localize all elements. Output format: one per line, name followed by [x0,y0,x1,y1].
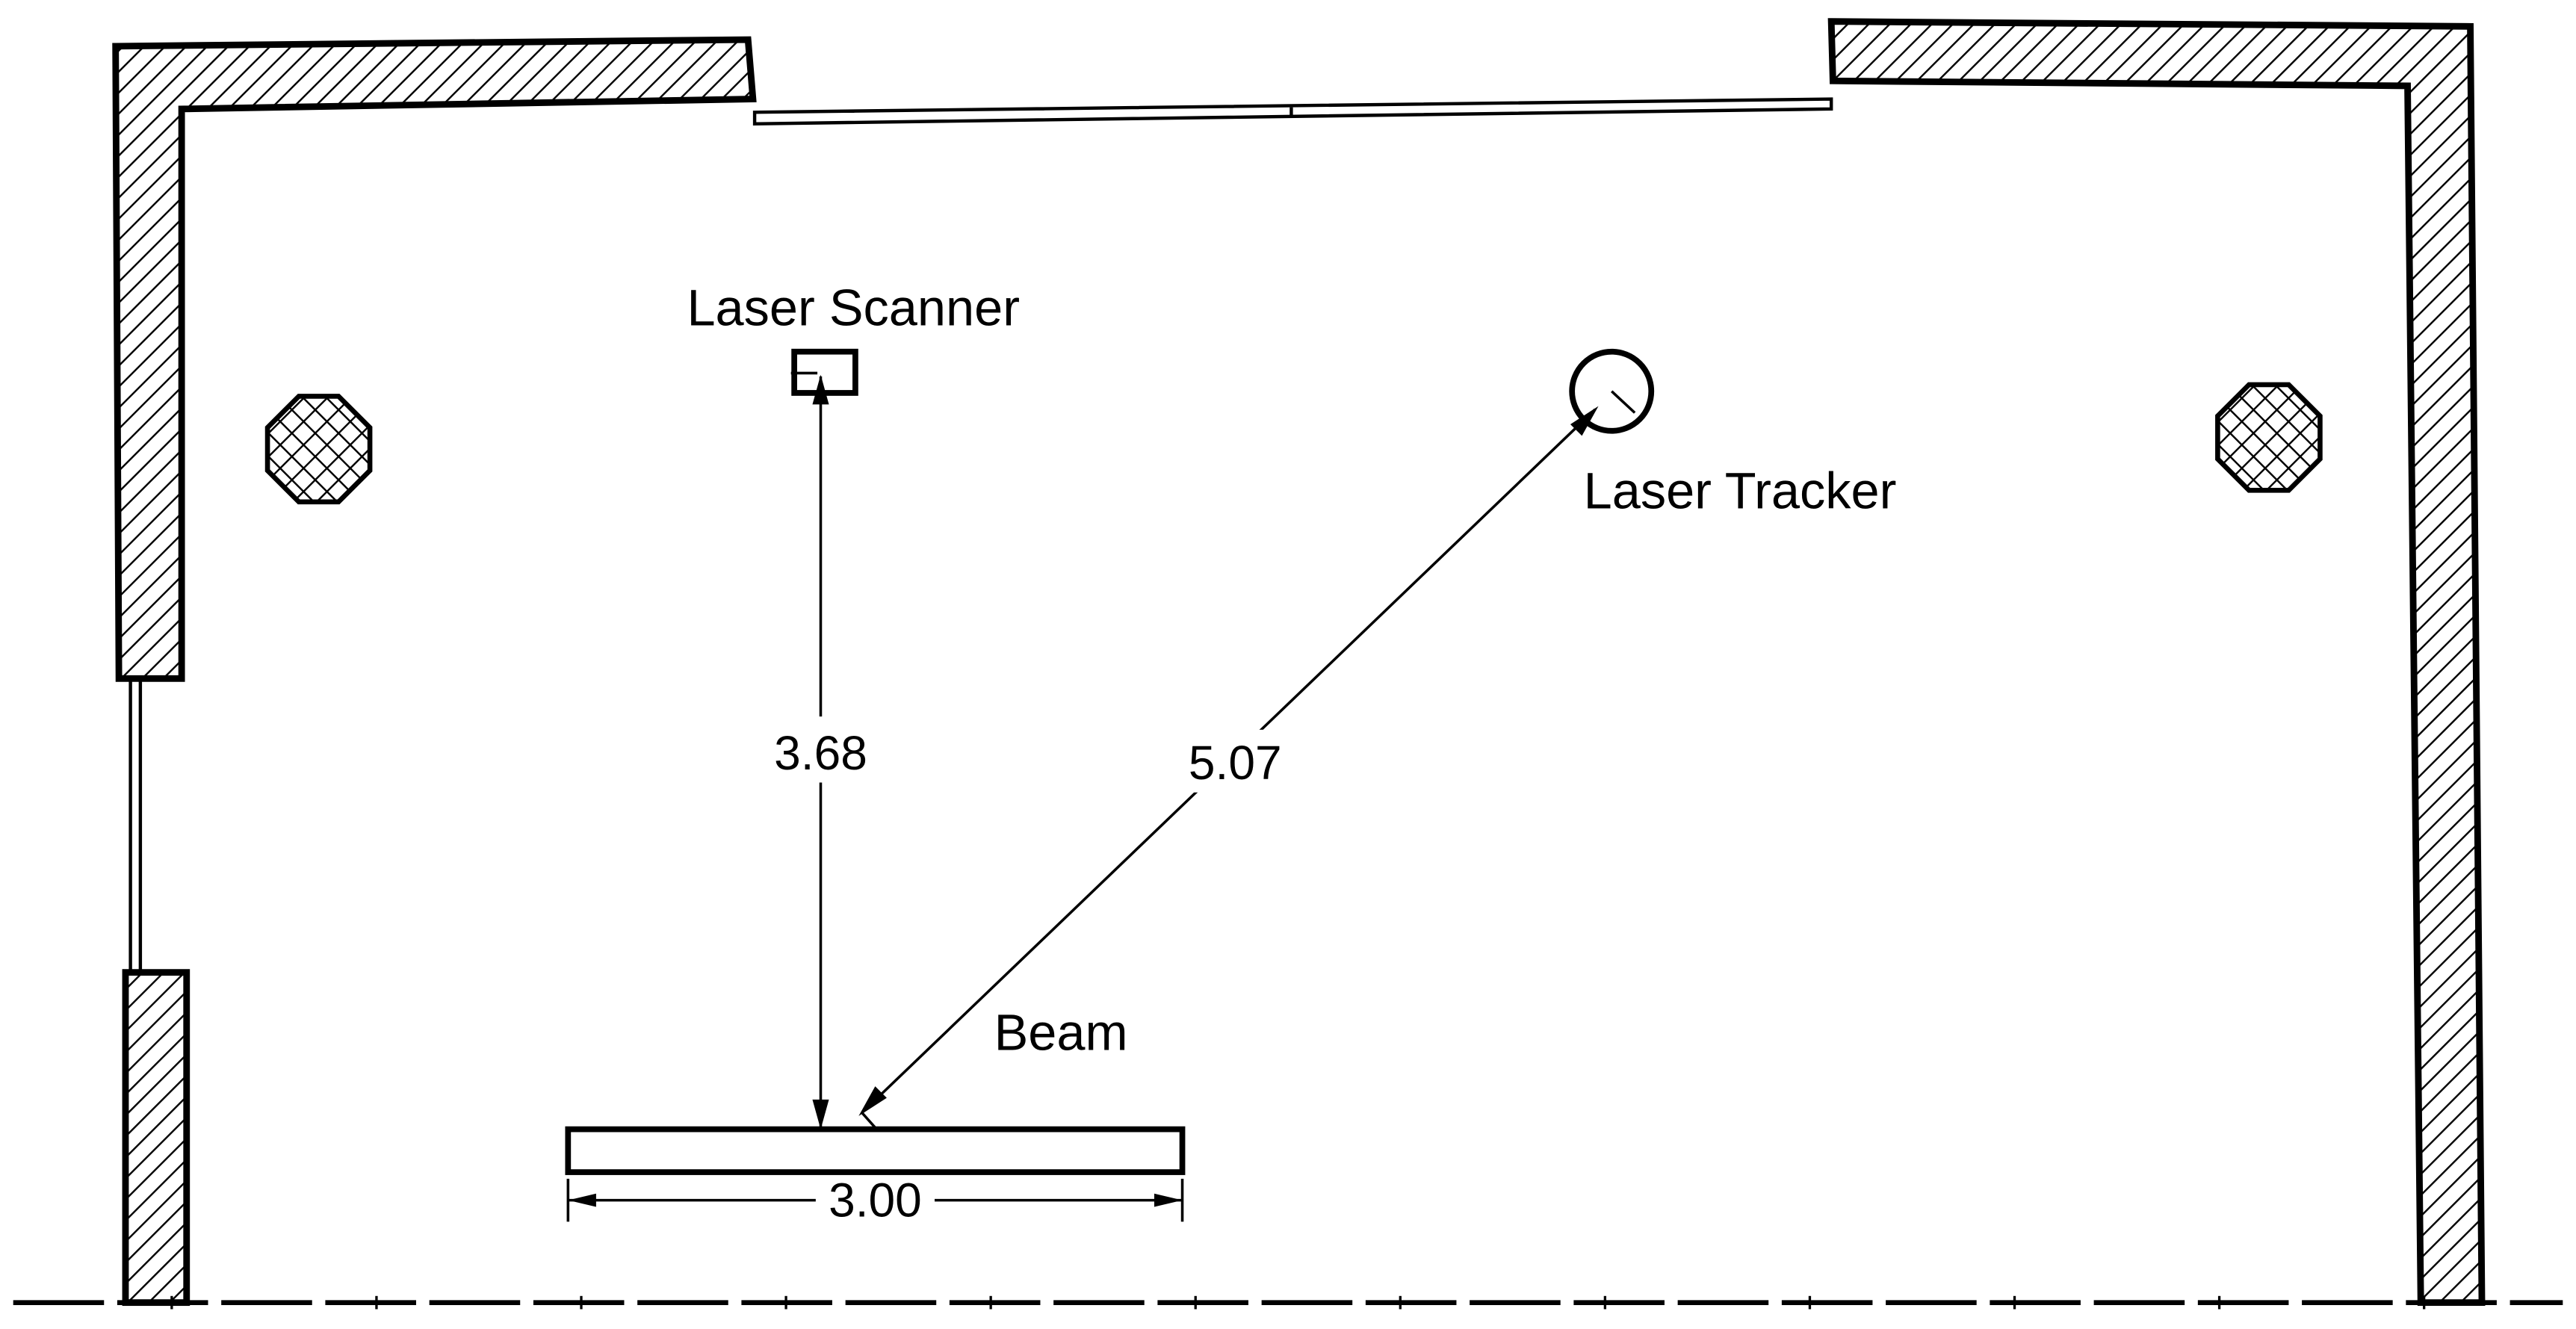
scanner-arrow-bottom [812,1099,829,1130]
laser-tracker-tick [1611,390,1636,414]
ground-ticks [170,1295,2426,1310]
scanner-arrow-top [812,374,829,405]
left-column [264,394,373,505]
scanner-dimension-value: 3.68 [774,726,867,780]
tracker-arrow-top [1570,406,1599,436]
left-bottom-wall [122,969,191,1307]
tracker-dimension-value: 5.07 [1189,736,1282,790]
tracker-arrow-bottom [858,1086,887,1116]
beam-dimension-value: 3.00 [829,1174,922,1227]
left-window [129,677,143,974]
right-top-wall [1827,18,2486,1307]
beam-label: Beam [994,1004,1128,1062]
beam-dimension-mask [815,1175,935,1225]
scanner-dimension-mask [796,716,846,783]
beam-arrow-left [568,1193,596,1207]
laser-scanner-label: Laser Scanner [687,279,1020,336]
tracker-dimension-mask [1175,729,1295,793]
top-window [752,97,1833,126]
beam-symbol [565,1126,1186,1175]
laser-tracker-label: Laser Tracker [1584,462,1897,520]
left-top-wall [112,36,757,682]
beam-arrow-right [1154,1193,1183,1207]
right-column [2215,382,2323,493]
